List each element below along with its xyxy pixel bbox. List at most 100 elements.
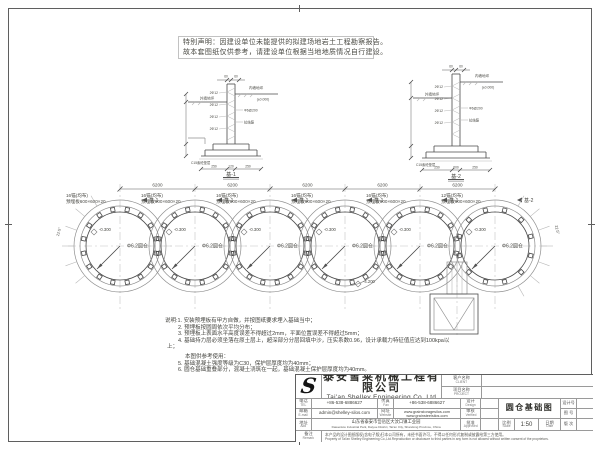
general-notes: 说明:1. 安装预埋板有甲方自做，并按图纸要求埋入基础当中； 2. 预埋板按圆周… bbox=[165, 318, 450, 374]
level-label: -0.300 bbox=[249, 227, 262, 232]
dimension-label: 6200 bbox=[302, 183, 313, 188]
company-logo: S bbox=[296, 375, 322, 398]
silo-center-label: Φ6.2圆仓 bbox=[352, 243, 373, 250]
title-block: S 泰安雪莱机械工程有限公司 Tai'an Shelley Engineerin… bbox=[295, 374, 593, 442]
anchor-plate bbox=[96, 273, 103, 281]
svg-text:(±0.000): (±0.000) bbox=[482, 86, 495, 90]
anchor-plate bbox=[171, 273, 178, 281]
svg-text:2Φ12: 2Φ12 bbox=[210, 91, 218, 95]
angle-label: 22.5° bbox=[554, 225, 560, 235]
anchor-plate bbox=[259, 279, 266, 286]
issue-value bbox=[577, 419, 593, 430]
level-marker-diamond bbox=[390, 228, 398, 236]
level-marker-diamond bbox=[315, 228, 323, 236]
svg-text:Φ6@200: Φ6@200 bbox=[244, 108, 258, 112]
fax-label-cn: 传真 bbox=[381, 399, 390, 404]
scale-label-en: Scale bbox=[502, 424, 511, 428]
project-label-cn: 项目名称 bbox=[453, 387, 470, 393]
anchor-plate bbox=[385, 222, 393, 229]
anchor-plate bbox=[230, 250, 237, 257]
anchor-plate bbox=[137, 273, 144, 281]
date-label-en: Date bbox=[546, 424, 553, 428]
anchor-plate bbox=[334, 206, 341, 213]
svg-text:2Φ12: 2Φ12 bbox=[435, 109, 443, 113]
anchor-plate bbox=[155, 235, 162, 242]
anchor-plate bbox=[109, 279, 116, 286]
level-marker-diamond bbox=[465, 228, 473, 236]
section-tag: 基-1 bbox=[149, 197, 159, 204]
email-label-cn: 邮箱 bbox=[299, 408, 308, 414]
note-line: 上； bbox=[167, 344, 179, 351]
pit-outer bbox=[429, 293, 479, 335]
svg-text:2Φ12: 2Φ12 bbox=[210, 127, 218, 131]
angle-tick bbox=[517, 285, 525, 297]
svg-text:2Φ12: 2Φ12 bbox=[435, 85, 443, 89]
anchor-plate bbox=[334, 279, 341, 286]
svg-text:2Φ12: 2Φ12 bbox=[210, 103, 218, 107]
anchor-plate bbox=[527, 252, 534, 259]
website-values: www.grainstoragesilos.com www.grainsteel… bbox=[394, 409, 460, 419]
anchor-plate bbox=[80, 250, 87, 257]
anchor-plate bbox=[124, 279, 131, 286]
silo-note-plate: 预埋板600×600×20 bbox=[216, 198, 256, 205]
pit-diagonal bbox=[433, 297, 455, 331]
anchor-plate bbox=[321, 211, 328, 219]
silo-foundation-ring bbox=[460, 211, 530, 281]
approve-label-cn: 批准 bbox=[466, 419, 475, 425]
anchor-plate bbox=[137, 211, 144, 219]
anchor-plate bbox=[212, 211, 219, 219]
anchor-plate bbox=[297, 263, 305, 270]
frame-tick bbox=[299, 5, 300, 12]
company-name-cell: 泰安雪莱机械工程有限公司 Tai'an Shelley Engineering … bbox=[322, 375, 442, 398]
anchor-plate bbox=[372, 263, 380, 270]
logo-s-glyph: S bbox=[299, 375, 318, 398]
anchor-plate bbox=[147, 263, 155, 270]
project-value bbox=[482, 387, 593, 398]
silo-center-label: Φ6.2圆仓 bbox=[202, 243, 223, 250]
note-line: 4. 基础持力层必须坐落在原土层上，超深部分分层回填中沙，压实系数0.96，设计… bbox=[178, 337, 450, 344]
address-label-cn: 地址 bbox=[299, 419, 308, 425]
angle-tick bbox=[75, 208, 85, 217]
address-en: Dawenkou Industrial Park, Daiyue Distric… bbox=[331, 425, 441, 429]
anchor-plate bbox=[199, 279, 206, 286]
dimension-label: 6200 bbox=[377, 183, 388, 188]
level-marker-diamond bbox=[165, 228, 173, 236]
silo-note-plate: 预埋板600×600×20 bbox=[141, 198, 181, 205]
svg-text:2Φ12: 2Φ12 bbox=[435, 97, 443, 101]
client-label-cn: 客户名称 bbox=[453, 375, 470, 381]
address-cn: 山东省泰安市岱岳区大汶口镇工业园 bbox=[351, 419, 421, 425]
anchor-plate bbox=[160, 222, 168, 229]
angle-tick bbox=[530, 208, 540, 217]
silo-center-label: Φ6.2圆仓 bbox=[127, 243, 148, 250]
anchor-plate bbox=[456, 252, 463, 259]
note-line: 3. 预埋板上表面水平高度误差不得超过2mm，平面位置误差不得超过5mm； bbox=[178, 331, 363, 338]
anchor-plate bbox=[109, 206, 116, 213]
anchor-plate bbox=[310, 222, 318, 229]
anchor-plate bbox=[199, 206, 206, 213]
svg-text:120: 120 bbox=[228, 165, 234, 169]
anchor-plate bbox=[396, 211, 403, 219]
anchor-plate bbox=[184, 206, 191, 213]
anchor-plate bbox=[310, 263, 318, 270]
remark-label-cn: 备注 bbox=[304, 431, 313, 437]
anchor-plate bbox=[372, 222, 380, 229]
anchor-plate bbox=[465, 268, 473, 276]
svg-text:基-2: 基-2 bbox=[451, 172, 461, 180]
anchor-plate bbox=[482, 278, 489, 285]
anchor-plate bbox=[246, 211, 253, 219]
anchor-plate bbox=[424, 279, 431, 286]
company-name-en: Tai'an Shelley Engineering Co.,Ltd bbox=[326, 393, 437, 398]
svg-text:60: 60 bbox=[459, 65, 463, 69]
anchor-plate bbox=[362, 211, 369, 219]
anchor-plate bbox=[235, 263, 243, 270]
anchor-plate bbox=[517, 216, 525, 224]
dimension-label: 6200 bbox=[227, 183, 238, 188]
remark-text-en: Property of Tai'an Shelley Engineering C… bbox=[325, 436, 549, 441]
angle-tick bbox=[65, 225, 77, 231]
silo-note-anchors: 12锚(均布) bbox=[441, 192, 463, 199]
tag-flag bbox=[442, 197, 447, 203]
website-label-en: Website bbox=[379, 413, 392, 417]
design-label-en: Design bbox=[465, 402, 476, 407]
svg-text:250: 250 bbox=[472, 166, 478, 170]
